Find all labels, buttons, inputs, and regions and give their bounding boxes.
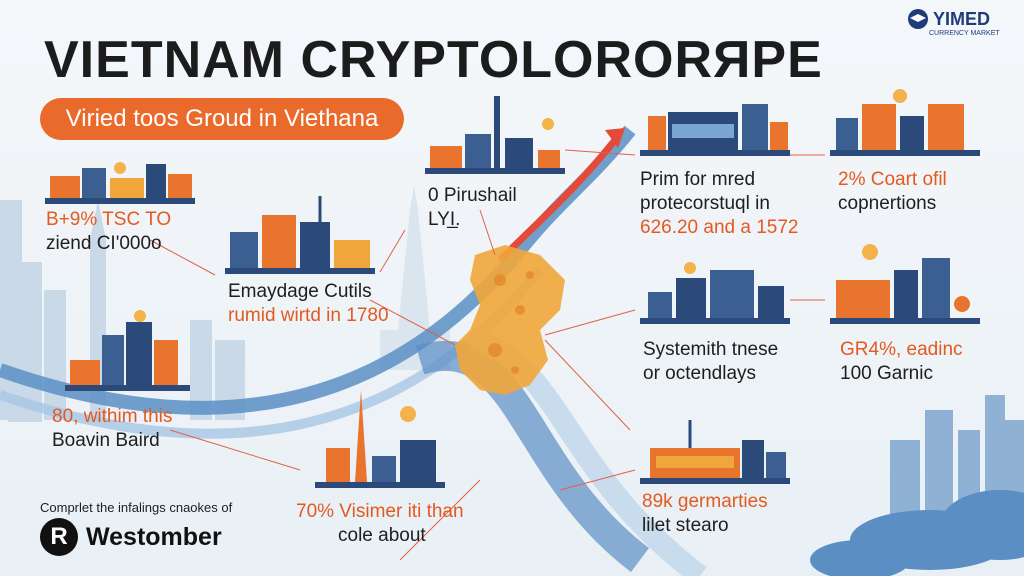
label-right-3: Systemith tnese or octendlays xyxy=(643,338,778,386)
label-right-1-line3: 626.20 and a 1572 xyxy=(640,217,799,238)
label-center-left-line2: rumid wirtd in 1780 xyxy=(228,305,389,326)
label-left-1-line2: ziend CI'000o xyxy=(46,233,162,254)
label-right-4: GR4%, eadinc 100 Garnic xyxy=(840,338,963,386)
label-right-2: 2% Coart ofil copnertions xyxy=(838,168,947,216)
label-center-left: Emaydage Cutils rumid wirtd in 1780 xyxy=(228,280,389,328)
label-right-3-line1: Systemith tnese xyxy=(643,339,779,360)
label-center-left-line1: Emaydage Cutils xyxy=(228,281,372,302)
vignette-top-center xyxy=(425,96,565,174)
label-right-5-line1: 89k germarties xyxy=(642,491,768,512)
label-right-5-line2: lilet stearo xyxy=(642,515,729,536)
label-right-1: Prim for mred protecorstuql in 626.20 an… xyxy=(640,168,799,240)
label-right-3-line2: or octendlays xyxy=(643,363,757,384)
mortarboard-icon xyxy=(907,9,928,29)
vignette-center-left xyxy=(225,196,375,274)
label-left-1-line1: B+9% TSC TO xyxy=(46,209,172,230)
vietnam-map-shape xyxy=(455,245,565,395)
right-clouds xyxy=(810,490,1024,576)
label-left-2: 80, withim this Boavin Baird xyxy=(52,405,172,453)
label-top-center: 0 Pirushail LYI̲. xyxy=(428,184,517,232)
page-title: VIETNAM CRYPTOLORORЯPE xyxy=(44,31,823,89)
label-right-1-line1: Prim for mred xyxy=(640,169,756,190)
label-left-2-line1: 80, withim this xyxy=(52,406,173,427)
vignette-right-5 xyxy=(640,420,790,484)
label-right-5: 89k germarties lilet stearo xyxy=(642,490,768,538)
label-left-2-line2: Boavin Baird xyxy=(52,430,160,451)
label-left-1: B+9% TSC TO ziend CI'000o xyxy=(46,208,171,256)
vignette-right-1 xyxy=(640,104,790,156)
top-logo-sub: CURRENCY MARKET xyxy=(928,30,1000,37)
top-logo-name: YIMED xyxy=(932,8,990,29)
vignette-right-2 xyxy=(830,89,980,156)
label-bottom-center: 70% Visimer iti than cole about xyxy=(296,500,464,548)
top-logo: YIMED CURRENCY MARKET xyxy=(907,8,1000,37)
vignette-bottom-center xyxy=(315,390,445,488)
vignette-right-3 xyxy=(640,262,790,324)
label-bottom-center-line2: cole about xyxy=(338,525,426,546)
vignette-right-4 xyxy=(830,244,980,324)
brand-name: Westomber xyxy=(86,522,222,551)
subtitle-pill: Viried toos Groud in Viethana xyxy=(40,98,404,140)
label-right-4-line1: GR4%, eadinc xyxy=(840,339,963,360)
label-top-center-line1: 0 Pirushail xyxy=(428,185,517,206)
label-right-4-line2: 100 Garnic xyxy=(840,363,933,384)
vignette-left-middle xyxy=(65,310,190,391)
label-bottom-center-line1: 70% Visimer iti than xyxy=(296,501,464,522)
label-right-1-line2: protecorstuql in xyxy=(640,193,770,214)
footer-note: Comprlet the infalings cnaokes of xyxy=(40,500,233,515)
label-right-2-line2: copnertions xyxy=(838,193,937,214)
brand-logo-icon: R xyxy=(40,518,78,556)
connector-lines xyxy=(149,149,825,561)
label-top-center-line2: LYI̲. xyxy=(428,209,461,230)
vignette-left-top xyxy=(45,162,195,204)
label-right-2-line1: 2% Coart ofil xyxy=(838,169,947,190)
footer-brand: R Westomber xyxy=(40,518,222,556)
